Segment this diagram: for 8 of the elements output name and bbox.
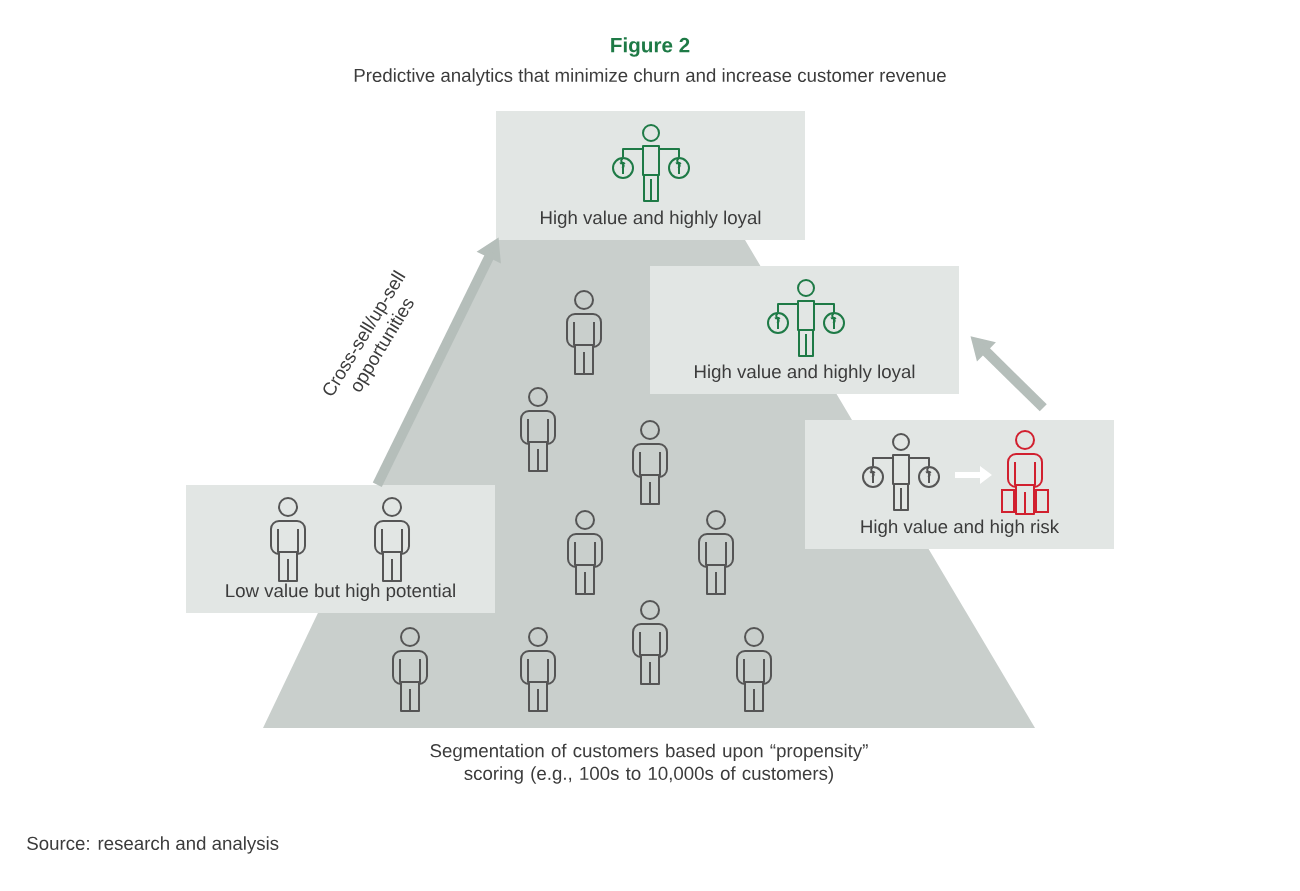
figure-title: Figure 2 [611, 37, 690, 57]
segment-box: Low value but high potential [186, 485, 495, 613]
segment-box: High value and highly loyal [496, 111, 805, 240]
segment-box: High value and high risk [805, 420, 1114, 549]
segment-box: High value and highly loyal [650, 266, 959, 394]
node-label: Segmentation of customers based upon “propensity” scoring (e.g., 100s to 10,000s of customers) [430, 743, 868, 784]
subtitle: Predictive analytics that minimize churn and increase customer revenue [354, 68, 946, 86]
source-note: Source: research and analysis [27, 836, 279, 854]
